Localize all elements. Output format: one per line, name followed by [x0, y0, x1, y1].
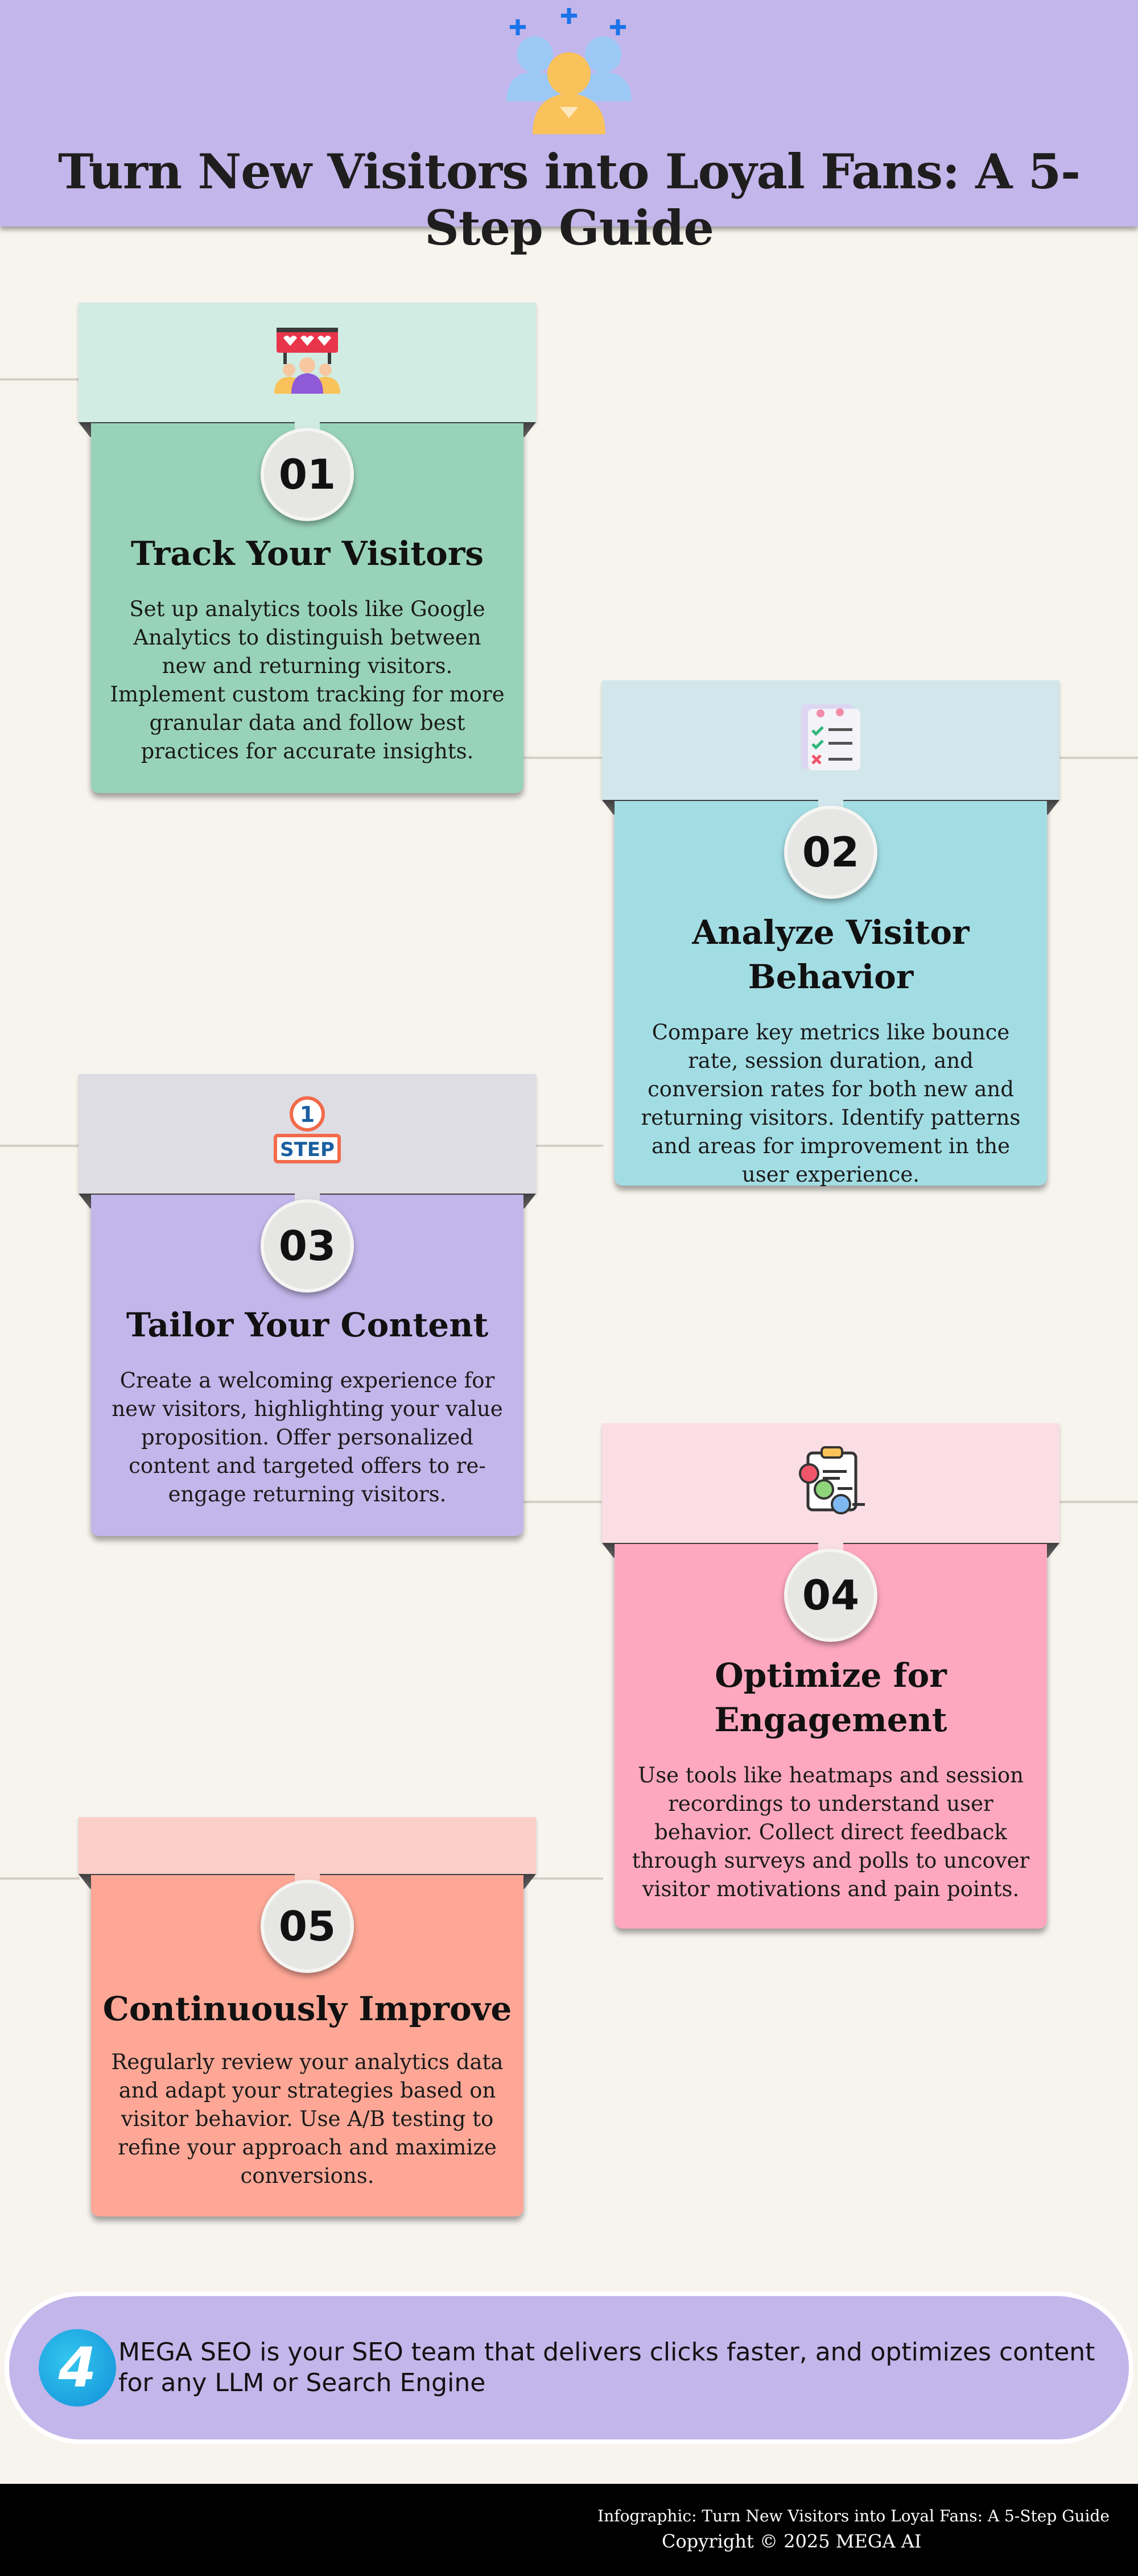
step-title: Track Your Visitors — [130, 534, 484, 573]
step-header — [602, 680, 1059, 800]
connector-line — [523, 757, 603, 759]
connector-line — [523, 1877, 603, 1880]
mega-seo-logo-icon: 4 — [39, 2329, 116, 2406]
step-number: 05 — [261, 1880, 354, 1973]
step-title: Tailor Your Content — [126, 1306, 489, 1344]
step-card-1: 01 Track Your Visitors Set up analytics … — [79, 303, 536, 798]
step-icon-number: 1 — [300, 1102, 315, 1127]
step-card-4: 04 Optimize for Engagement Use tools lik… — [602, 1423, 1059, 1933]
step-number: 02 — [784, 806, 877, 899]
step-number: 03 — [261, 1199, 354, 1293]
connector-line — [0, 378, 80, 381]
step-card-2: 02 Analyze Visitor Behavior Compare key … — [602, 680, 1059, 1190]
footer-copyright: Copyright © 2025 MEGA AI — [662, 2530, 922, 2552]
step-title: Analyze Visitor Behavior — [692, 913, 970, 996]
step-card-5: 05 Continuously Improve Regularly review… — [79, 1817, 536, 2230]
fan-sign-icon — [274, 328, 340, 394]
header: Turn New Visitors into Loyal Fans: A 5-S… — [0, 0, 1138, 256]
page-title: Turn New Visitors into Loyal Fans: A 5-S… — [58, 143, 1081, 256]
step-header — [79, 1817, 536, 1874]
step-header — [602, 1423, 1059, 1543]
connector-line — [523, 1501, 603, 1503]
step-number: 01 — [261, 428, 354, 521]
connector-line — [0, 1145, 80, 1147]
step-description: Use tools like heatmaps and session reco… — [632, 1763, 1030, 1901]
step-number: 04 — [784, 1549, 877, 1642]
connector-line — [1058, 1501, 1138, 1503]
connector-line — [523, 1145, 603, 1147]
step-one-icon: 1 STEP — [274, 1096, 341, 1163]
promo-text: MEGA SEO is your SEO team that delivers … — [118, 2338, 1095, 2397]
footer-caption: Infographic: Turn New Visitors into Loya… — [597, 2507, 1110, 2525]
checklist-icon — [801, 704, 860, 770]
step-description: Regularly review your analytics data and… — [111, 2050, 504, 2188]
step-description: Create a welcoming experience for new vi… — [112, 1368, 503, 1506]
connector-line — [1058, 757, 1138, 759]
step-header — [79, 303, 536, 422]
step-header: 1 STEP — [79, 1074, 536, 1194]
step-card-3: 1 STEP 03 Tailor Your Content Create a w… — [79, 1074, 536, 1541]
step-title: Optimize for Engagement — [714, 1656, 947, 1739]
connector-line — [0, 1877, 80, 1880]
step-description: Compare key metrics like bounce rate, se… — [641, 1020, 1021, 1187]
numbered-list-icon — [799, 1446, 865, 1514]
audience-group-icon — [506, 8, 632, 134]
step-description: Set up analytics tools like Google Analy… — [110, 597, 505, 763]
promo-banner: 4 MEGA SEO is your SEO team that deliver… — [5, 2292, 1133, 2444]
footer: Infographic: Turn New Visitors into Loya… — [0, 2484, 1138, 2576]
step-icon-label: STEP — [280, 1138, 335, 1161]
step-title: Continuously Improve — [102, 1989, 512, 2028]
